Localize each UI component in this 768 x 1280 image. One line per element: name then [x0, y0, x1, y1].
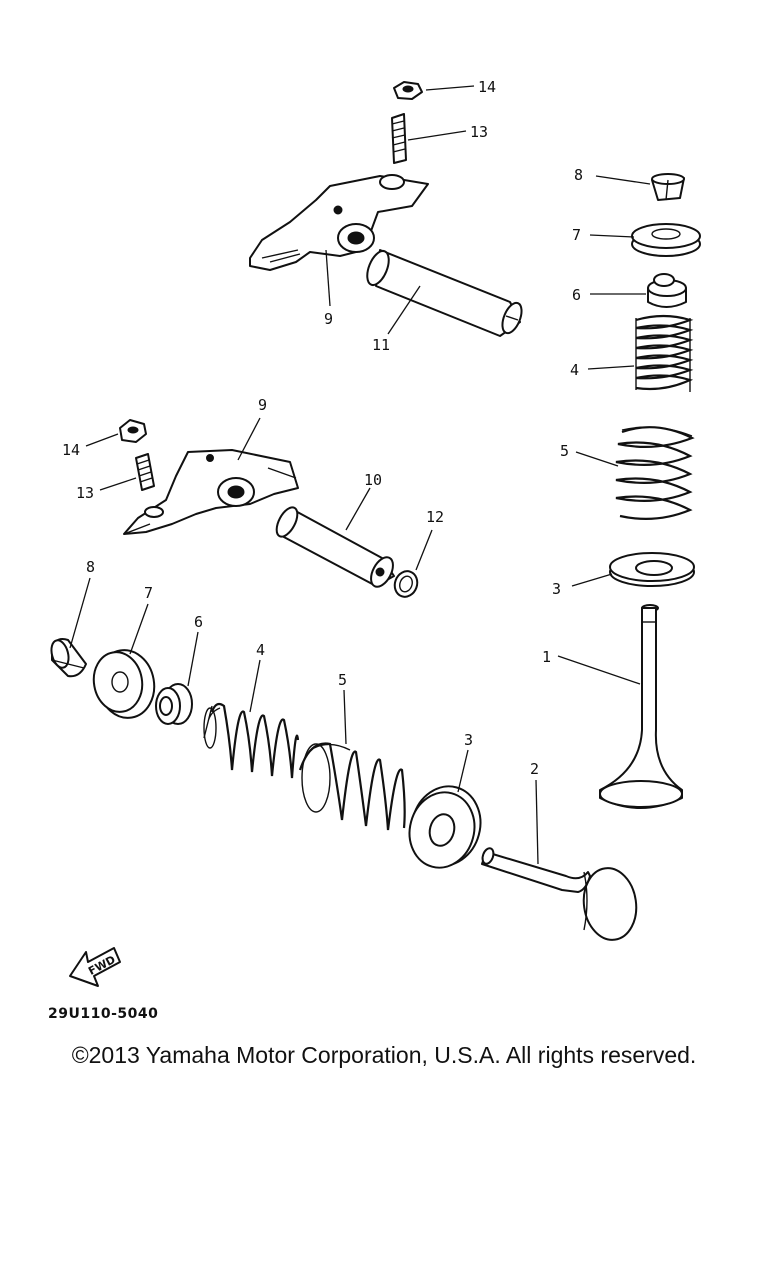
- part-8-valve-cotter-right: [651, 173, 685, 201]
- callout-5-right: 5: [560, 442, 569, 460]
- callout-12: 12: [426, 508, 444, 526]
- part-1-exhaust-valve: [599, 604, 683, 809]
- callout-4-left: 4: [256, 641, 265, 659]
- part-14-locknut-upper: [393, 81, 423, 100]
- part-10-rocker-shaft-lower: [275, 506, 395, 588]
- callout-9-lower: 9: [258, 396, 267, 414]
- part-2-intake-valve: [481, 847, 638, 941]
- part-13-adjusting-screw-lower: [135, 453, 155, 491]
- part-12-o-ring: [393, 570, 419, 598]
- callout-10: 10: [364, 471, 382, 489]
- callout-3-left: 3: [464, 731, 473, 749]
- callout-8-right: 8: [574, 166, 583, 184]
- callout-13-lower: 13: [76, 484, 94, 502]
- part-11-rocker-shaft-upper: [366, 249, 523, 337]
- part-9-rocker-arm-upper: [249, 174, 429, 271]
- callout-5-left: 5: [338, 671, 347, 689]
- callout-8-left: 8: [86, 558, 95, 576]
- fwd-direction-arrow-icon: FWD: [69, 947, 121, 987]
- part-5-outer-spring-left: [298, 742, 406, 831]
- part-6-stem-seal-left: [155, 683, 193, 725]
- copyright-notice: ©2013 Yamaha Motor Corporation, U.S.A. A…: [71, 1042, 697, 1068]
- part-5-outer-spring-right: [615, 426, 695, 520]
- callout-3-right: 3: [552, 580, 561, 598]
- callout-7-right: 7: [572, 226, 581, 244]
- part-3-spring-seat-right: [609, 552, 695, 587]
- callout-1: 1: [542, 648, 551, 666]
- callout-13-upper: 13: [470, 123, 488, 141]
- diagram-code: 29U110-5040: [48, 1006, 159, 1022]
- part-4-inner-spring-left: [203, 702, 300, 779]
- part-3-spring-seat-left: [408, 785, 482, 869]
- callout-6-right: 6: [572, 286, 581, 304]
- part-13-adjusting-screw-upper: [391, 113, 407, 164]
- part-14-locknut-lower: [119, 419, 147, 443]
- part-4-inner-spring-right: [635, 314, 694, 392]
- exploded-parts-diagram: FWD 14 13 9 11 8 7 6 4 5: [50, 78, 701, 987]
- callout-2: 2: [530, 760, 539, 778]
- callout-9-upper: 9: [324, 310, 333, 328]
- callout-labels: 14 13 9 11 8 7 6 4 5 3 1 9 14 13 10 12 8…: [62, 78, 583, 778]
- part-7-spring-retainer-left: [92, 649, 156, 719]
- part-7-spring-retainer-right: [631, 223, 701, 257]
- callout-6-left: 6: [194, 613, 203, 631]
- callout-7-left: 7: [144, 584, 153, 602]
- leader-lines: [69, 85, 651, 865]
- callout-4-right: 4: [570, 361, 579, 379]
- callout-11: 11: [372, 336, 390, 354]
- part-9-rocker-arm-lower: [123, 449, 299, 535]
- part-8-valve-cotter-left: [50, 638, 87, 678]
- callout-14-upper: 14: [478, 78, 496, 96]
- callout-14-lower: 14: [62, 441, 80, 459]
- part-6-stem-seal-right: [647, 273, 687, 308]
